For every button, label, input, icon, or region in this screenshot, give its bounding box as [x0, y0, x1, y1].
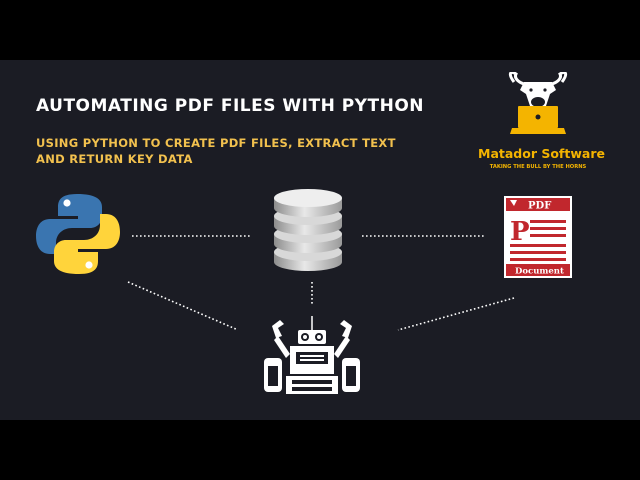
bull-logo-icon	[508, 72, 568, 134]
slide-title: AUTOMATING PDF FILES WITH PYTHON	[36, 96, 424, 116]
slide-subtitle: USING PYTHON TO CREATE PDF FILES, EXTRAC…	[36, 136, 396, 166]
svg-text:P: P	[510, 217, 530, 247]
connector-lines	[127, 235, 515, 331]
python-logo-icon	[36, 194, 120, 274]
pdf-footer-label: Document	[515, 267, 564, 277]
pdf-document-icon: PDF P Document	[504, 196, 572, 278]
pdf-header-label: PDF	[528, 201, 551, 212]
slide: AUTOMATING PDF FILES WITH PYTHON USING P…	[0, 60, 640, 420]
connector-python-robot	[127, 281, 239, 331]
company-logo: Matador Software TAKING THE BULL BY THE …	[478, 72, 605, 184]
logo-tagline: TAKING THE BULL BY THE HORNS	[489, 164, 587, 170]
connector-pdf-robot	[397, 297, 515, 331]
robot-icon	[264, 316, 360, 394]
logo-name: Matador Software	[478, 146, 605, 161]
database-icon	[274, 189, 342, 271]
